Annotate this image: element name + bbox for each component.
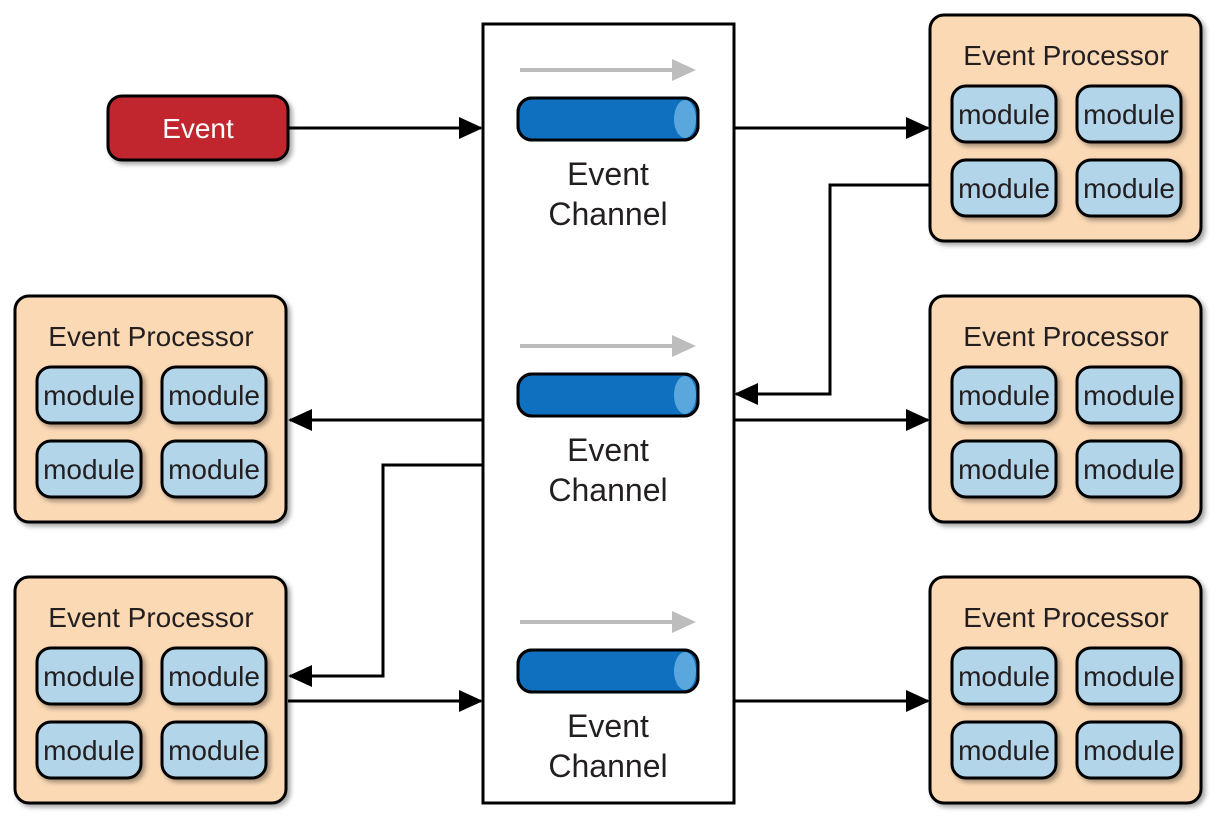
module-label: module xyxy=(958,454,1050,485)
module-label: module xyxy=(43,661,135,692)
processor-title: Event Processor xyxy=(963,602,1168,633)
module-box xyxy=(1075,646,1183,706)
module-box xyxy=(160,439,268,499)
module-box xyxy=(160,720,268,780)
module-box xyxy=(950,365,1058,425)
arrowheads xyxy=(288,117,930,712)
flow-arrowhead xyxy=(672,335,696,357)
event-processor-left-bottom: Event Processor module module module module xyxy=(13,575,288,805)
arrowhead-right xyxy=(906,117,930,139)
arrowhead-right xyxy=(459,690,483,712)
module-label: module xyxy=(1083,454,1175,485)
module-box xyxy=(1075,720,1183,780)
module-label: module xyxy=(1083,735,1175,766)
arrowhead-left xyxy=(734,383,758,405)
module-label: module xyxy=(168,380,260,411)
event-label: Event xyxy=(162,113,234,144)
processor-title: Event Processor xyxy=(963,40,1168,71)
module-label: module xyxy=(168,735,260,766)
module-label: module xyxy=(168,454,260,485)
channel-pipe-end xyxy=(674,652,696,690)
channel-label-line2: Channel xyxy=(548,748,667,784)
arrowhead-right xyxy=(906,690,930,712)
arrowhead-right xyxy=(459,117,483,139)
channel-label-line2: Channel xyxy=(548,472,667,508)
connectors xyxy=(288,126,930,703)
module-box xyxy=(35,439,143,499)
module-box xyxy=(1075,439,1183,499)
module-box xyxy=(950,439,1058,499)
module-box xyxy=(35,646,143,706)
channel-label-line2: Channel xyxy=(548,196,667,232)
module-box xyxy=(1075,365,1183,425)
connector-right-top-to-channel2 xyxy=(736,183,930,396)
event-processor-right-top: Event Processor module module module module xyxy=(928,13,1203,243)
processor-title: Event Processor xyxy=(48,321,253,352)
channel-label-line1: Event xyxy=(567,432,649,468)
module-box xyxy=(160,646,268,706)
module-label: module xyxy=(958,380,1050,411)
module-label: module xyxy=(1083,661,1175,692)
event-node: Event xyxy=(106,94,290,162)
event-processor-right-bottom: Event Processor module module module module xyxy=(928,575,1203,805)
channel-pipe xyxy=(516,372,700,418)
module-label: module xyxy=(958,661,1050,692)
module-label: module xyxy=(43,735,135,766)
module-label: module xyxy=(958,735,1050,766)
module-box xyxy=(950,84,1058,144)
arrowhead-left xyxy=(288,665,312,687)
channel-pipe xyxy=(516,648,700,694)
processor-title: Event Processor xyxy=(963,321,1168,352)
module-label: module xyxy=(958,99,1050,130)
event-processor-right-middle: Event Processor module module module module xyxy=(928,294,1203,524)
module-label: module xyxy=(168,661,260,692)
module-label: module xyxy=(43,380,135,411)
module-box xyxy=(950,720,1058,780)
module-label: module xyxy=(1083,380,1175,411)
module-box xyxy=(160,365,268,425)
processor-title: Event Processor xyxy=(48,602,253,633)
module-label: module xyxy=(1083,99,1175,130)
event-processor-left-middle: Event Processor module module module module xyxy=(13,294,288,524)
channel-label-line1: Event xyxy=(567,708,649,744)
channel-pipe-end xyxy=(674,376,696,414)
module-box xyxy=(950,646,1058,706)
channel-pipe-end xyxy=(674,100,696,138)
module-label: module xyxy=(43,454,135,485)
channel-label-line1: Event xyxy=(567,156,649,192)
arrowhead-left xyxy=(288,409,312,431)
module-box xyxy=(950,158,1058,218)
module-label: module xyxy=(958,173,1050,204)
flow-arrowhead xyxy=(672,59,696,81)
connector-channel2-to-left-bottom xyxy=(290,463,483,678)
arrowhead-right xyxy=(906,409,930,431)
module-box xyxy=(35,720,143,780)
module-box xyxy=(35,365,143,425)
flow-arrowhead xyxy=(672,611,696,633)
module-box xyxy=(1075,84,1183,144)
module-box xyxy=(1075,158,1183,218)
channel-pipe xyxy=(516,96,700,142)
module-label: module xyxy=(1083,173,1175,204)
